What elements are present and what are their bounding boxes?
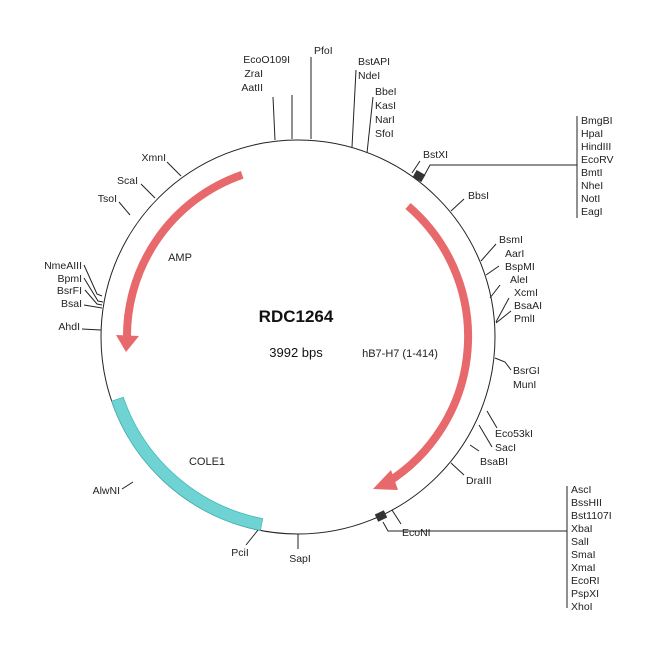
site-label[interactable]: NdeI xyxy=(358,70,380,82)
hb7-label: hB7-H7 (1-414) xyxy=(362,348,438,360)
site-label[interactable]: AleI xyxy=(510,274,528,286)
site-label[interactable]: XcmI xyxy=(514,287,538,299)
mcs-marker xyxy=(412,170,426,182)
bottom-sites: SapI PciI AlwNI xyxy=(93,481,311,565)
site-label[interactable]: BsaAI xyxy=(514,300,542,312)
site-label[interactable]: XmnI xyxy=(141,152,166,164)
site-label[interactable]: BstAPI xyxy=(358,56,390,68)
site-label[interactable]: BsaBI xyxy=(480,456,508,468)
site-label[interactable]: BbeI xyxy=(375,86,397,98)
amp-arrowhead xyxy=(116,335,139,352)
site-label[interactable]: KasI xyxy=(375,100,396,112)
site-label[interactable]: Bst1107I xyxy=(571,510,612,522)
site-label[interactable]: EcoRV xyxy=(581,154,614,166)
site-label[interactable]: AscI xyxy=(571,484,591,496)
amp-feature[interactable] xyxy=(122,171,244,346)
site-label[interactable]: SacI xyxy=(495,442,516,454)
site-label[interactable]: PmlI xyxy=(514,313,535,325)
site-label[interactable]: BssHII xyxy=(571,497,602,509)
site-cluster-upper: BmgBI HpaI HindIII EcoRV BmtI NheI NotI … xyxy=(423,115,614,218)
site-label[interactable]: PciI xyxy=(231,547,249,559)
mcs-marker xyxy=(374,510,388,522)
site-label[interactable]: TsoI xyxy=(98,193,117,205)
site-label[interactable]: AlwNI xyxy=(93,485,120,497)
site-label[interactable]: AatII xyxy=(241,82,263,94)
site-label[interactable]: MunI xyxy=(513,379,536,391)
site-cluster-lower: AscI BssHII Bst1107I XbaI SalI SmaI XmaI… xyxy=(382,484,612,613)
site-label[interactable]: EagI xyxy=(581,206,603,218)
site-label[interactable]: BsrFI xyxy=(57,285,82,297)
hb7-arrowhead xyxy=(373,470,398,490)
site-label[interactable]: SmaI xyxy=(571,549,596,561)
site-label[interactable]: PspXI xyxy=(571,588,599,600)
hb7-feature[interactable] xyxy=(385,202,473,486)
site-label[interactable]: NheI xyxy=(581,180,603,192)
site-label[interactable]: BpmI xyxy=(57,273,82,285)
site-label[interactable]: SfoI xyxy=(375,128,394,140)
left-sites: AhdI NmeAIII BpmI BsrFI BsaI TsoI ScaI X… xyxy=(44,152,182,333)
right-sites: BbsI BsmI AarI BspMI AleI XcmI BsaAI Pml… xyxy=(374,190,542,539)
site-label[interactable]: NmeAIII xyxy=(44,260,82,272)
site-label[interactable]: XhoI xyxy=(571,601,593,613)
cole1-feature[interactable] xyxy=(111,396,264,531)
site-label[interactable]: BspMI xyxy=(505,261,535,273)
site-label[interactable]: BmgBI xyxy=(581,115,613,127)
site-label[interactable]: SapI xyxy=(289,553,311,565)
site-label[interactable]: BbsI xyxy=(468,190,489,202)
plasmid-size: 3992 bps xyxy=(269,345,323,360)
cole1-label: COLE1 xyxy=(189,456,225,468)
site-label[interactable]: SalI xyxy=(571,536,589,548)
site-label[interactable]: BsmI xyxy=(499,234,523,246)
site-label[interactable]: HindIII xyxy=(581,141,611,153)
site-label[interactable]: NotI xyxy=(581,193,600,205)
site-label[interactable]: BstXI xyxy=(423,149,448,161)
site-label[interactable]: AarI xyxy=(505,248,524,260)
plasmid-name: RDC1264 xyxy=(259,307,334,326)
site-label[interactable]: ScaI xyxy=(117,175,138,187)
site-label[interactable]: EcoRI xyxy=(571,575,600,587)
top-sites: AatII ZraI EcoO109I PfoI BstAPI NdeI Bbe… xyxy=(241,45,448,182)
site-label[interactable]: BsaI xyxy=(61,298,82,310)
site-label[interactable]: NarI xyxy=(375,114,395,126)
site-label[interactable]: DraIII xyxy=(466,475,492,487)
site-label[interactable]: EcoNI xyxy=(402,527,431,539)
site-label[interactable]: XbaI xyxy=(571,523,593,535)
site-label[interactable]: AhdI xyxy=(58,321,80,333)
site-label[interactable]: Eco53kI xyxy=(495,428,533,440)
site-label[interactable]: HpaI xyxy=(581,128,603,140)
site-label[interactable]: XmaI xyxy=(571,562,596,574)
site-label[interactable]: PfoI xyxy=(314,45,333,57)
site-label[interactable]: EcoO109I xyxy=(243,54,290,66)
site-label[interactable]: BmtI xyxy=(581,167,603,179)
site-label[interactable]: BsrGI xyxy=(513,365,540,377)
site-label[interactable]: ZraI xyxy=(244,68,263,80)
amp-label: AMP xyxy=(168,252,192,264)
